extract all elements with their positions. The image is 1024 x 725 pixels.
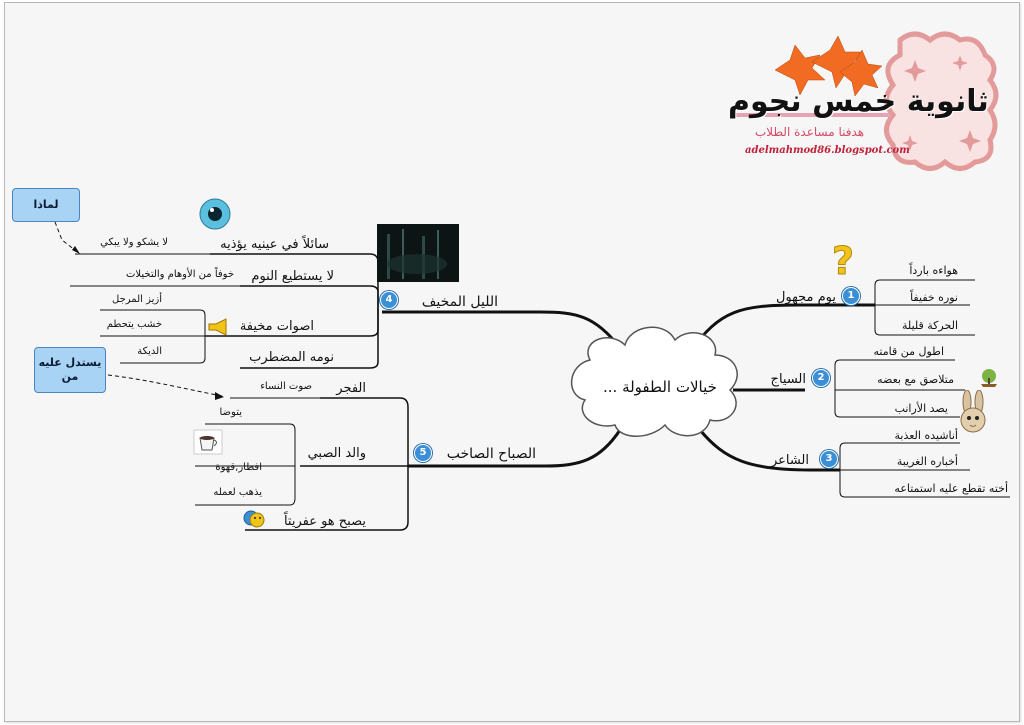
node-breakfast[interactable]: افطار,قهوة [215,463,262,473]
rabbit-icon [955,390,991,440]
node-light[interactable]: نوره خفيفاً [910,292,958,303]
node-no-complaint[interactable]: لا يشكو ولا يبكي [100,238,168,248]
node-father[interactable]: والد الصبي [308,447,366,460]
logo-title: ثانوية خمس نجوم [728,84,989,119]
branch-fence[interactable]: السياج [771,373,806,386]
node-rabbits[interactable]: يصد الأرانب [895,403,948,414]
callout-inferred[interactable]: يستدل عليه من [34,347,106,393]
node-cold-air[interactable]: هواءه بارداً [909,265,958,276]
node-work[interactable]: يذهب لعمله [213,488,262,498]
node-sister[interactable]: أخته تقطع عليه استمتاعه [894,483,1008,494]
node-ablution[interactable]: يتوضا [219,408,242,418]
branch-noisy-morning[interactable]: الصباح الصاخب [447,447,536,461]
plant-icon [977,364,1001,392]
branch-line-4 [382,312,620,348]
node-troubled-sleep[interactable]: نومه المضطرب [249,351,334,364]
node-boiler[interactable]: أزيز المرجل [112,295,162,305]
badge-3: 3 [820,450,838,468]
node-genie[interactable]: يصبح هو عفريتاً [284,515,366,528]
svg-text:?: ? [832,240,854,280]
badge-1: 1 [842,287,860,305]
node-cant-sleep[interactable]: لا يستطيع النوم [251,270,334,283]
branch-poet[interactable]: الشاعر [771,454,809,467]
coffee-cup-icon [192,428,224,460]
node-joined[interactable]: متلاصق مع بعضه [877,374,954,385]
node-stories[interactable]: أخباره الغريبة [897,456,958,467]
node-dawn[interactable]: الفجر [336,382,366,395]
theatre-masks-icon [243,509,265,533]
question-mark-icon: ? [828,240,862,284]
branch-scary-night[interactable]: الليل المخيف [422,295,498,309]
logo-subtitle: هدفنا مساعدة الطلاب [755,125,864,139]
node-scary-sounds[interactable]: اصوات مخيفة [240,320,314,333]
node-women-voice[interactable]: صوت النساء [260,382,312,392]
eye-icon [198,198,232,234]
badge-2: 2 [812,369,830,387]
node-wood[interactable]: خشب يتحطم [107,320,162,330]
callout-why[interactable]: لماذا [12,188,80,222]
node-taller[interactable]: اطول من قامته [874,346,944,357]
node-songs[interactable]: أناشيده العذبة [895,430,959,441]
branch-unknown-day[interactable]: يوم مجهول [776,291,836,304]
dark-forest-image [377,224,459,286]
megaphone-icon [206,317,230,341]
node-movement[interactable]: الحركة قليلة [902,320,958,331]
logo-url[interactable]: adelmahmod86.blogspot.com [745,145,910,156]
center-topic[interactable]: خيالات الطفولة ... [603,378,717,396]
node-flowing[interactable]: سائلاً في عينيه يؤذيه [220,238,329,251]
badge-5: 5 [414,444,432,462]
node-illusions[interactable]: خوفاً من الأوهام والتخيلات [126,270,234,280]
node-roosters[interactable]: الديكة [137,347,162,357]
branch-line-1 [690,305,875,352]
badge-4: 4 [380,291,398,309]
